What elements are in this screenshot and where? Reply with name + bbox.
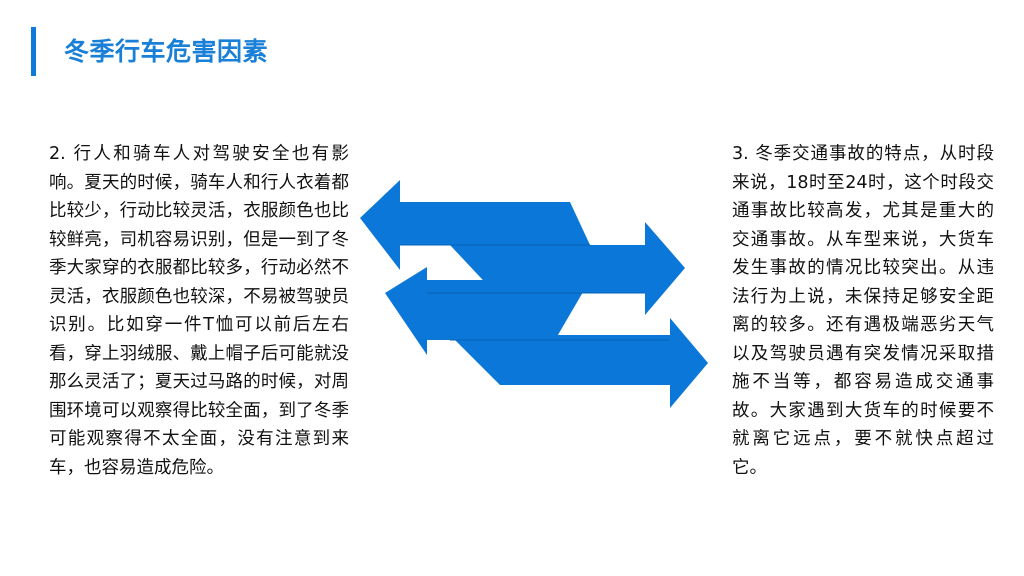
slide-title: 冬季行车危害因素 [64,37,269,66]
right-paragraph: 3. 冬季交通事故的特点，从时段来说，18时至24时，这个时段交通事故比较高发，… [732,144,994,478]
title-accent-bar [31,27,36,76]
arrow-left-lower [385,267,590,355]
crossing-arrows-icon [360,180,708,408]
arrow-left-top [360,180,590,270]
left-paragraph: 2. 行人和骑车人对驾驶安全也有影响。夏天的时候，骑车人和行人衣着都比较少，行动… [49,144,349,478]
